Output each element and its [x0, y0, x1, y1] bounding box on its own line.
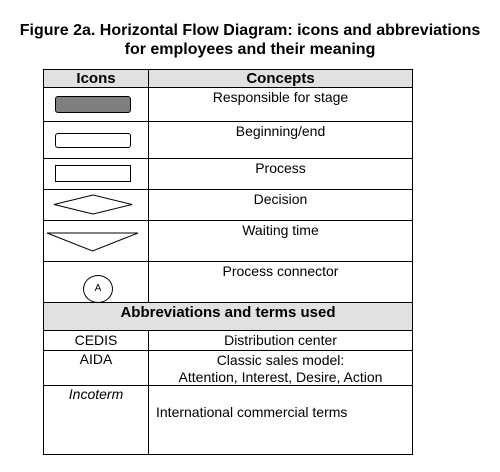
- header-concepts: Concepts: [246, 70, 315, 87]
- row-divider: [43, 261, 413, 262]
- row-divider: [43, 121, 413, 122]
- connector-letter: A: [94, 283, 102, 294]
- meaning-cedis: Distribution center: [224, 332, 337, 348]
- table-header-background: [44, 70, 412, 87]
- column-divider: [148, 69, 149, 303]
- table-border-right: [412, 69, 413, 455]
- concept-beginning-end: Beginning/end: [235, 123, 326, 139]
- term-incoterm: Incoterm: [68, 386, 124, 402]
- concept-waiting-time: Waiting time: [242, 222, 319, 238]
- table-border-bottom: [43, 454, 413, 455]
- inverted-triangle-icon: [46, 232, 139, 252]
- concept-responsible: Responsible for stage: [212, 89, 349, 105]
- table-border-left: [43, 69, 44, 455]
- row-divider: [43, 189, 413, 190]
- meaning-aida-line2: Attention, Interest, Desire, Action: [178, 369, 383, 385]
- meaning-aida-line1: Classic sales model:: [216, 352, 345, 368]
- figure-title-line1: Figure 2a. Horizontal Flow Diagram: icon…: [19, 22, 481, 39]
- meaning-incoterm: International commercial terms: [156, 404, 348, 420]
- row-divider: [43, 350, 413, 351]
- rounded-rectangle-icon: [55, 133, 131, 148]
- row-divider: [43, 385, 413, 386]
- row-divider: [43, 158, 413, 159]
- filled-rounded-rectangle-icon: [55, 96, 131, 113]
- circle-connector-icon: A: [83, 275, 113, 303]
- table-border-top: [43, 69, 413, 70]
- term-aida: AIDA: [79, 351, 113, 367]
- concept-decision: Decision: [253, 191, 308, 207]
- header-icons: Icons: [76, 70, 116, 87]
- diamond-icon: [53, 194, 133, 215]
- concept-process: Process: [255, 160, 306, 176]
- figure-title: Figure 2a. Horizontal Flow Diagram: icon…: [0, 21, 500, 59]
- section-header-background: [44, 303, 412, 330]
- row-divider: [43, 302, 413, 303]
- row-divider: [43, 87, 413, 88]
- figure-title-line2: for employees and their meaning: [124, 41, 376, 58]
- row-divider: [43, 330, 413, 331]
- rectangle-icon: [55, 165, 131, 182]
- concept-process-connector: Process connector: [222, 263, 339, 279]
- row-divider: [43, 220, 413, 221]
- column-divider: [148, 330, 149, 455]
- section-header-abbreviations: Abbreviations and terms used: [120, 304, 336, 321]
- term-cedis: CEDIS: [74, 332, 118, 348]
